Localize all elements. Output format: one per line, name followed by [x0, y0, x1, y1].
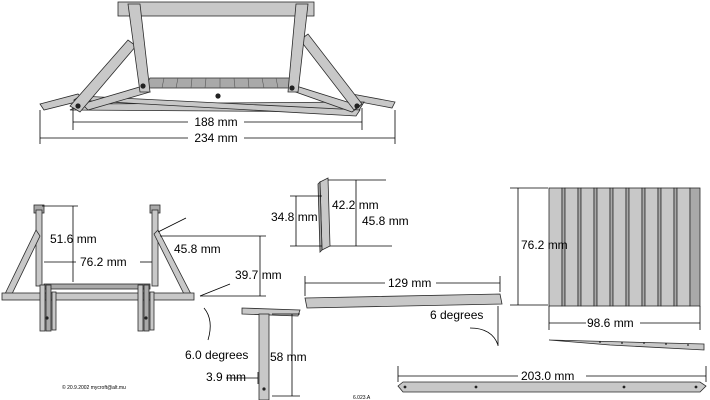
front-top-plank [117, 1, 315, 17]
slat-dim-76: 76.2 mm [510, 187, 568, 306]
long-rail-bar [397, 381, 707, 393]
side-bolt [144, 316, 148, 320]
dim-45-label: 45.8 mm [174, 242, 221, 256]
slat-dim-98-label: 98.6 mm [587, 316, 634, 330]
front-dim-234: 234 mm [39, 110, 396, 145]
copyright-text: © 20.9.2002 mycroft@alt.mu [62, 384, 126, 391]
dim-188-label: 188 mm [194, 115, 237, 129]
rail-part: 129 mm 6 degrees [304, 276, 503, 346]
front-leg-right [287, 3, 309, 93]
angle-part: 34.8 mm 42.2 mm 45.8 mm [271, 177, 409, 253]
side-dim-39: 39.7 mm [199, 268, 282, 297]
front-bolt [75, 103, 81, 109]
post-body [258, 313, 270, 400]
side-base-beam [1, 292, 195, 301]
post-dim-3: 3.9 mm [206, 370, 259, 384]
dim-42-label: 42.2 mm [332, 198, 379, 212]
angle-dim-42: 42.2 mm [328, 179, 386, 246]
long-rail-bolts [403, 385, 698, 389]
slat-group [548, 187, 701, 307]
side-post-right [151, 209, 159, 287]
side-slat-beam [43, 283, 151, 290]
side-post-left [35, 209, 43, 287]
side-brace-right [153, 229, 193, 299]
slat-panel: 76.2 mm 98.6 mm [510, 187, 705, 351]
slat-wedge [548, 339, 705, 351]
front-leg-left [127, 3, 151, 93]
dim-234-label: 234 mm [194, 131, 237, 145]
front-view: 188 mm 234 mm [39, 1, 396, 145]
front-bolt [354, 103, 360, 109]
dim-39-label: 39.7 mm [235, 268, 282, 282]
post-bolt [262, 387, 266, 391]
post-part: 6.0 degrees 58 mm 3.9 mm [185, 307, 307, 400]
side-bolt [45, 316, 49, 320]
dim-45b-label: 45.8 mm [362, 214, 409, 228]
side-brace-left [3, 229, 41, 299]
front-bolt [140, 83, 146, 89]
post-angle-label: 6.0 degrees [185, 348, 248, 362]
angle-dim-34: 34.8 mm [271, 195, 322, 247]
side-view: 51.6 mm 76.2 mm 45.8 mm 39.7 mm [1, 204, 282, 332]
front-slat-lines [161, 77, 279, 89]
rail-angle-label: 6 degrees [430, 308, 483, 322]
side-dim-45: 45.8 mm [157, 217, 266, 296]
wedge-holes [599, 341, 689, 346]
dim-51-label: 51.6 mm [50, 232, 97, 246]
dim-34-label: 34.8 mm [271, 210, 318, 224]
side-dim-76: 76.2 mm [44, 255, 152, 269]
slat-dim-76-label: 76.2 mm [521, 238, 568, 252]
long-rail-part: 203.0 mm [397, 366, 707, 393]
post-dim-3-label: 3.9 mm [206, 370, 246, 384]
rail-dim-129: 129 mm [304, 276, 501, 296]
front-bolt [215, 93, 221, 99]
drawing-id: 6.023.A [353, 395, 371, 400]
front-bolts [75, 83, 360, 109]
rail-angle: 6 degrees [430, 306, 499, 346]
front-dim-188: 188 mm [72, 108, 363, 130]
angle-dim-45: 45.8 mm [330, 214, 409, 247]
post-angle: 6.0 degrees [185, 307, 248, 362]
dim-76-label: 76.2 mm [80, 255, 127, 269]
long-rail-dim: 203.0 mm [397, 366, 707, 383]
side-legs-right [137, 284, 155, 332]
front-strut-right [299, 33, 363, 111]
long-rail-dim-label: 203.0 mm [521, 369, 574, 383]
rail-dim-129-label: 129 mm [388, 276, 431, 290]
post-dim-58-label: 58 mm [270, 350, 307, 364]
post-cap [241, 307, 301, 317]
rail-bar [304, 293, 503, 309]
slat-dim-98: 98.6 mm [548, 306, 701, 330]
side-legs-left [39, 284, 57, 332]
front-bolt [289, 85, 295, 91]
side-dim-51: 51.6 mm [42, 205, 97, 282]
post-dim-58: 58 mm [270, 313, 307, 397]
